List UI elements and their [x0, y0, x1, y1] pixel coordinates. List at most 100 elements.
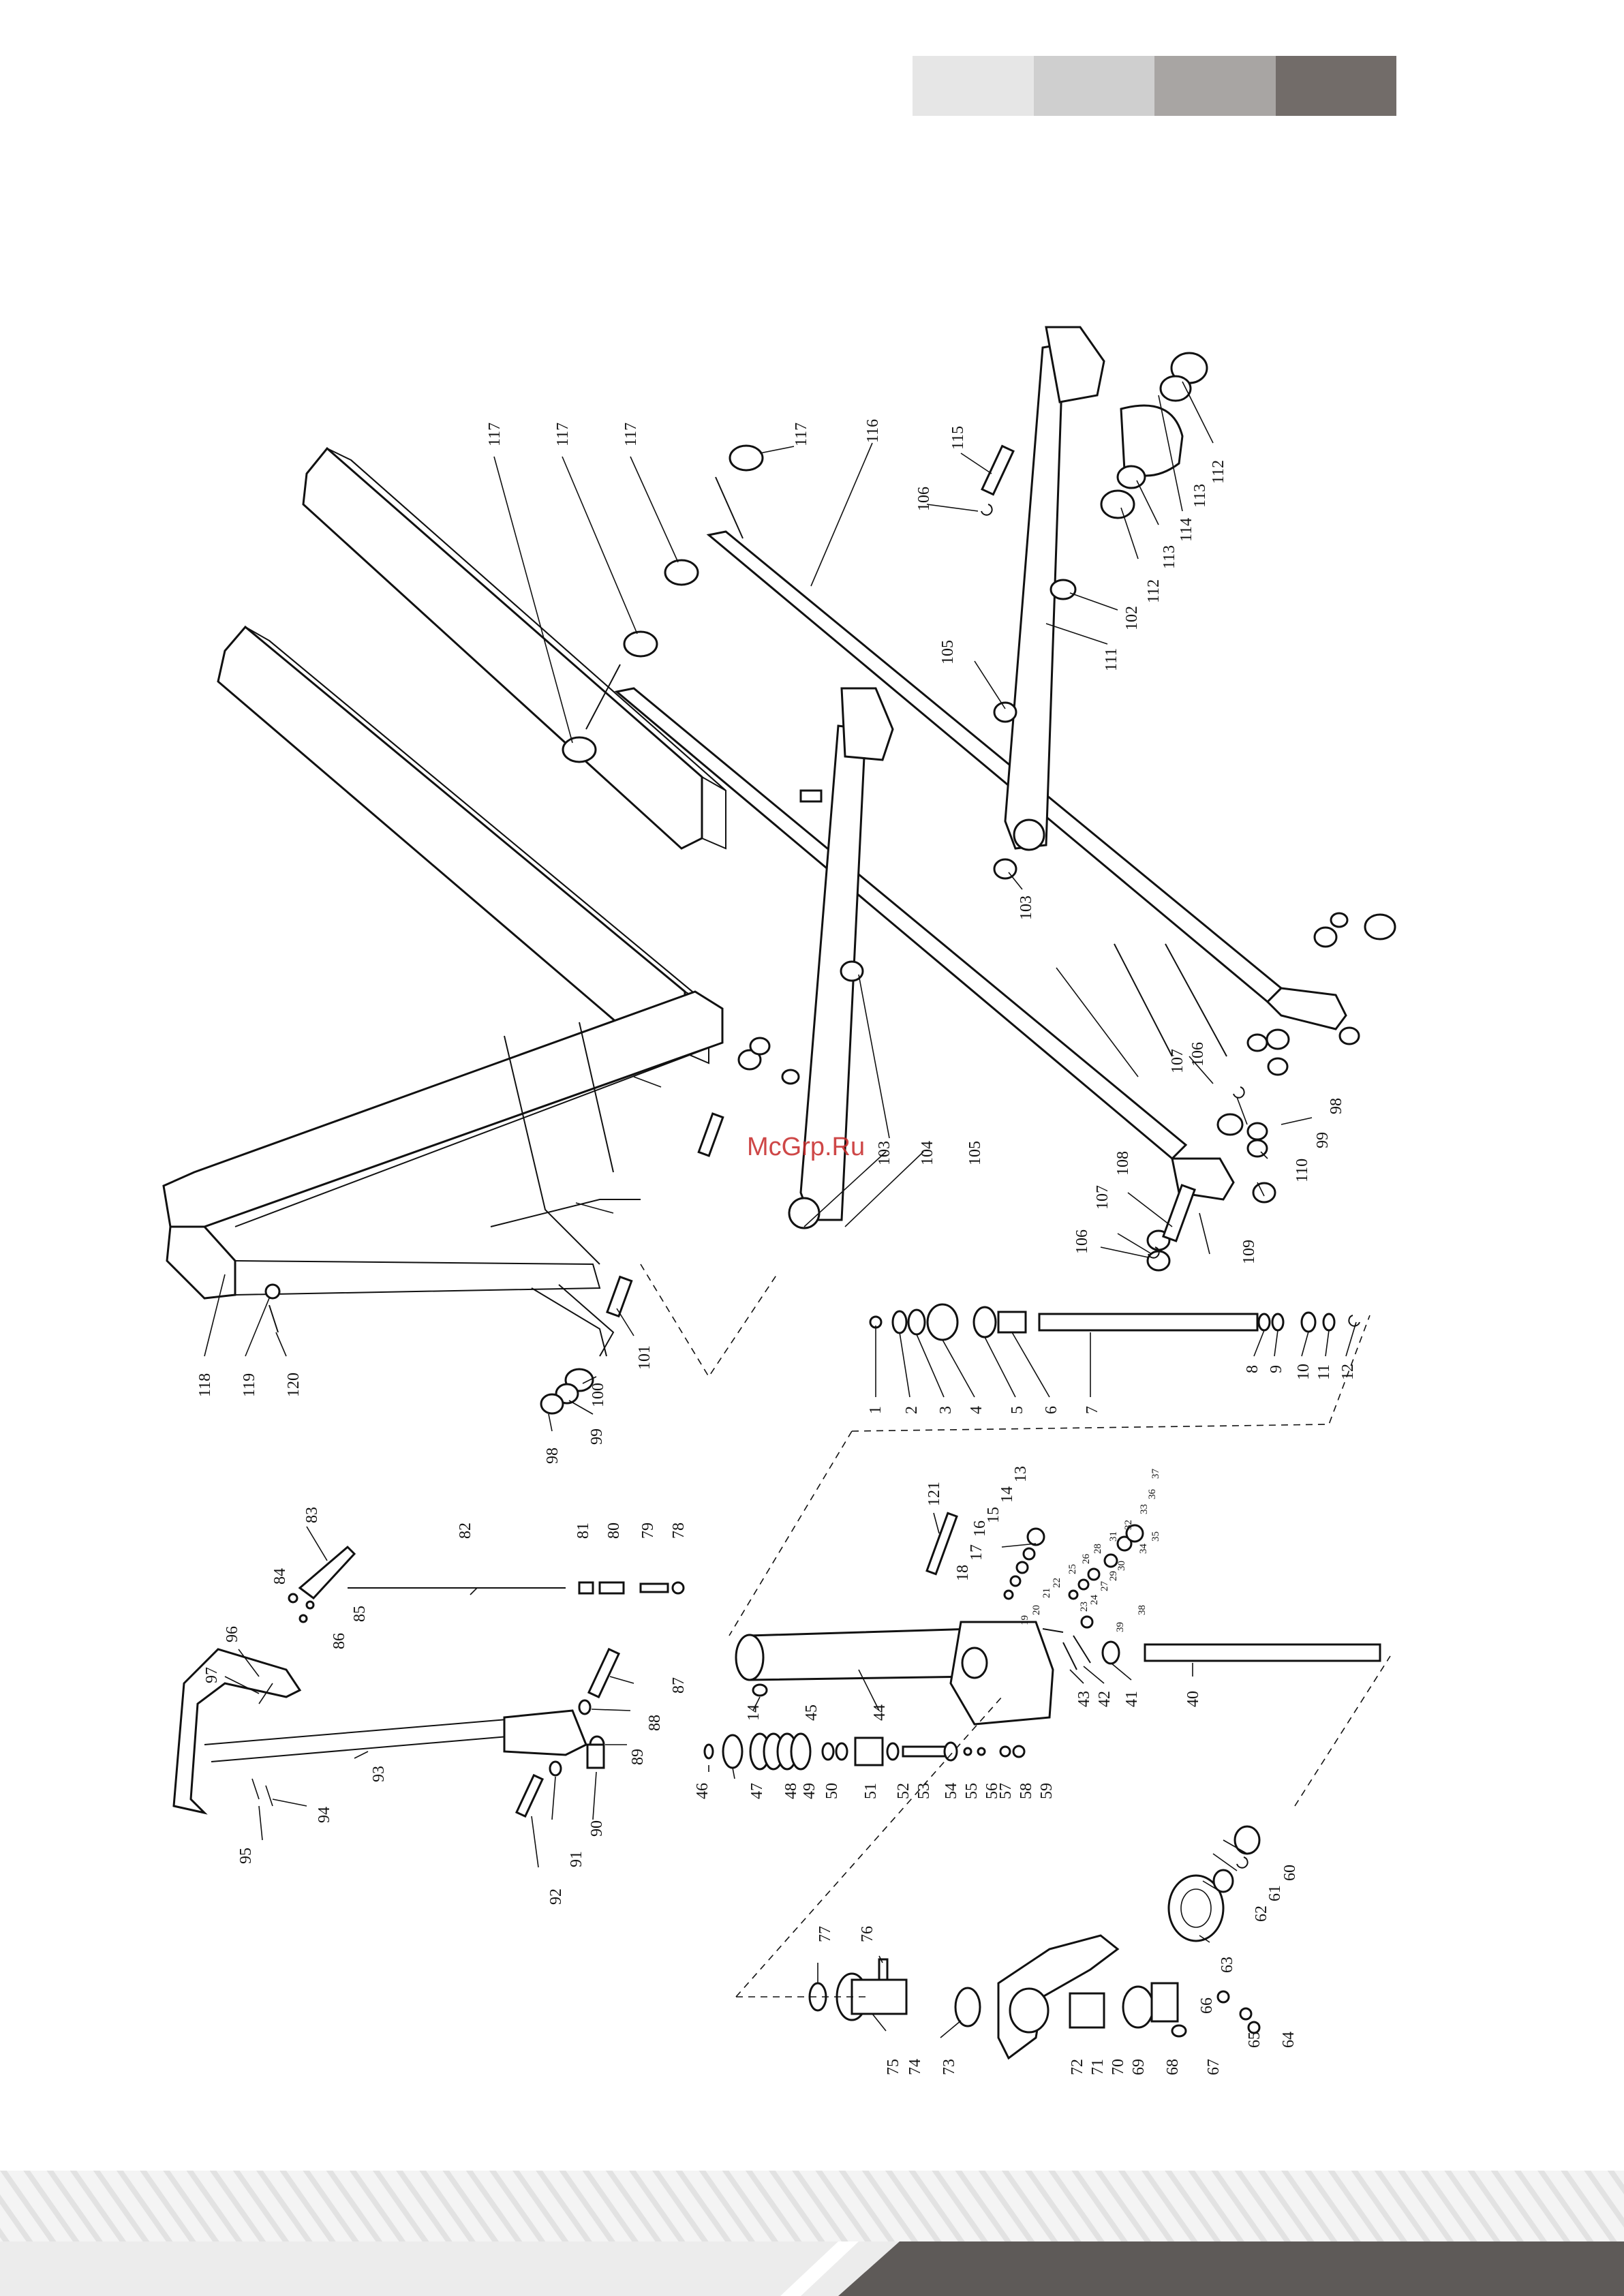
callout-46: 46 — [694, 1783, 711, 1799]
rod-117-mid — [585, 664, 621, 730]
callout-112-bottom: 112 — [1145, 579, 1163, 603]
callout-62: 62 — [1253, 1905, 1270, 1922]
callout-117-a: 117 — [486, 423, 504, 446]
roller-117-a — [729, 444, 764, 472]
rod-117-top — [715, 476, 744, 539]
callout-75: 75 — [885, 2059, 902, 2075]
arm-104 — [614, 687, 1188, 1161]
callout-103-top: 103 — [1017, 896, 1035, 920]
callout-52: 52 — [895, 1783, 913, 1799]
callout-35: 35 — [1150, 1531, 1161, 1542]
callout-110: 110 — [1293, 1159, 1311, 1182]
callout-63: 63 — [1219, 1957, 1236, 1973]
washer-left-b — [749, 1037, 771, 1056]
pin-108 — [1161, 1184, 1197, 1242]
part-78 — [671, 1581, 685, 1595]
washer-c — [1338, 1026, 1360, 1045]
handle-bar-96 — [172, 1648, 302, 1815]
bearing-112-bottom — [1100, 489, 1135, 519]
callout-93: 93 — [370, 1766, 388, 1782]
callout-55: 55 — [963, 1783, 981, 1799]
callout-102: 102 — [1123, 606, 1141, 630]
callout-73: 73 — [940, 2059, 958, 2075]
pin-92 — [515, 1773, 545, 1818]
part-85 — [305, 1600, 315, 1610]
part-52 — [886, 1742, 900, 1761]
part-86 — [298, 1614, 308, 1623]
callout-83: 83 — [303, 1507, 321, 1523]
callout-79: 79 — [639, 1522, 657, 1539]
callout-54: 54 — [943, 1783, 960, 1799]
part-51 — [854, 1736, 884, 1766]
bushing-110 — [1252, 1182, 1276, 1204]
callout-37: 37 — [1150, 1469, 1161, 1480]
callout-99-left: 99 — [588, 1428, 606, 1445]
callout-59: 59 — [1038, 1783, 1056, 1799]
callout-30: 30 — [1116, 1561, 1127, 1571]
washer-a — [1330, 912, 1349, 928]
callout-5: 5 — [1009, 1406, 1026, 1414]
bush-68 — [1150, 1982, 1179, 2023]
callout-21: 21 — [1041, 1588, 1052, 1598]
footer-stripes — [0, 2171, 1624, 2241]
callout-99: 99 — [1314, 1132, 1332, 1148]
callout-40: 40 — [1184, 1691, 1202, 1707]
part-17 — [1003, 1589, 1014, 1600]
callout-22: 22 — [1052, 1578, 1062, 1588]
part-45 — [752, 1683, 768, 1697]
callout-70: 70 — [1109, 2059, 1127, 2075]
callout-107-bottom: 107 — [1094, 1185, 1112, 1210]
callout-36: 36 — [1147, 1489, 1158, 1500]
part-36 — [1116, 1535, 1133, 1552]
washer-107-a — [1216, 1113, 1244, 1136]
part-58 — [999, 1745, 1011, 1758]
callout-107-top: 107 — [1169, 1049, 1186, 1073]
callout-105-top: 105 — [939, 640, 957, 664]
bolt-76 — [878, 1958, 889, 1981]
swatch-3 — [1154, 56, 1276, 116]
callout-14: 14 — [998, 1486, 1016, 1503]
callout-108: 108 — [1114, 1151, 1132, 1176]
washer-left-a — [737, 1049, 762, 1071]
callout-9: 9 — [1268, 1365, 1285, 1373]
callout-78: 78 — [670, 1522, 688, 1539]
part-11 — [1322, 1313, 1336, 1332]
link-103-yoke — [840, 687, 894, 761]
washer-d — [1266, 1028, 1290, 1050]
washer-98-left — [540, 1393, 564, 1415]
axle-cap — [1364, 913, 1396, 940]
callout-115: 115 — [949, 426, 967, 450]
pin-left — [697, 1112, 724, 1157]
part-4 — [926, 1303, 959, 1341]
callout-64: 64 — [1280, 2032, 1298, 2048]
callout-31: 31 — [1108, 1531, 1119, 1542]
callout-60: 60 — [1281, 1865, 1299, 1881]
callout-82: 82 — [457, 1522, 474, 1539]
callout-51: 51 — [862, 1783, 880, 1799]
callout-112-top: 112 — [1210, 460, 1227, 484]
callout-32: 32 — [1123, 1520, 1134, 1530]
washer-e — [1246, 1033, 1268, 1052]
lever-83 — [298, 1545, 356, 1600]
callout-4: 4 — [968, 1406, 985, 1414]
callout-44: 44 — [871, 1704, 889, 1721]
handle-shaft-93-top — [204, 1717, 532, 1745]
callout-68: 68 — [1164, 2059, 1182, 2075]
part-81 — [578, 1581, 594, 1595]
callout-105-bottom: 105 — [966, 1141, 984, 1165]
part-42 — [1073, 1635, 1091, 1664]
washer-left-c — [781, 1069, 800, 1085]
callout-42: 42 — [1096, 1691, 1114, 1707]
callout-113-top: 113 — [1191, 484, 1209, 508]
callout-43: 43 — [1075, 1691, 1093, 1707]
callout-2: 2 — [903, 1406, 921, 1414]
ring-69 — [1122, 1985, 1154, 2029]
callout-13: 13 — [1012, 1466, 1030, 1482]
callout-17: 17 — [968, 1544, 985, 1561]
pump-cylinder-44 — [748, 1627, 976, 1681]
leader-lines — [204, 381, 1357, 2038]
callout-38: 38 — [1137, 1605, 1148, 1615]
washer-98 — [1246, 1139, 1268, 1158]
part-5 — [972, 1306, 997, 1338]
